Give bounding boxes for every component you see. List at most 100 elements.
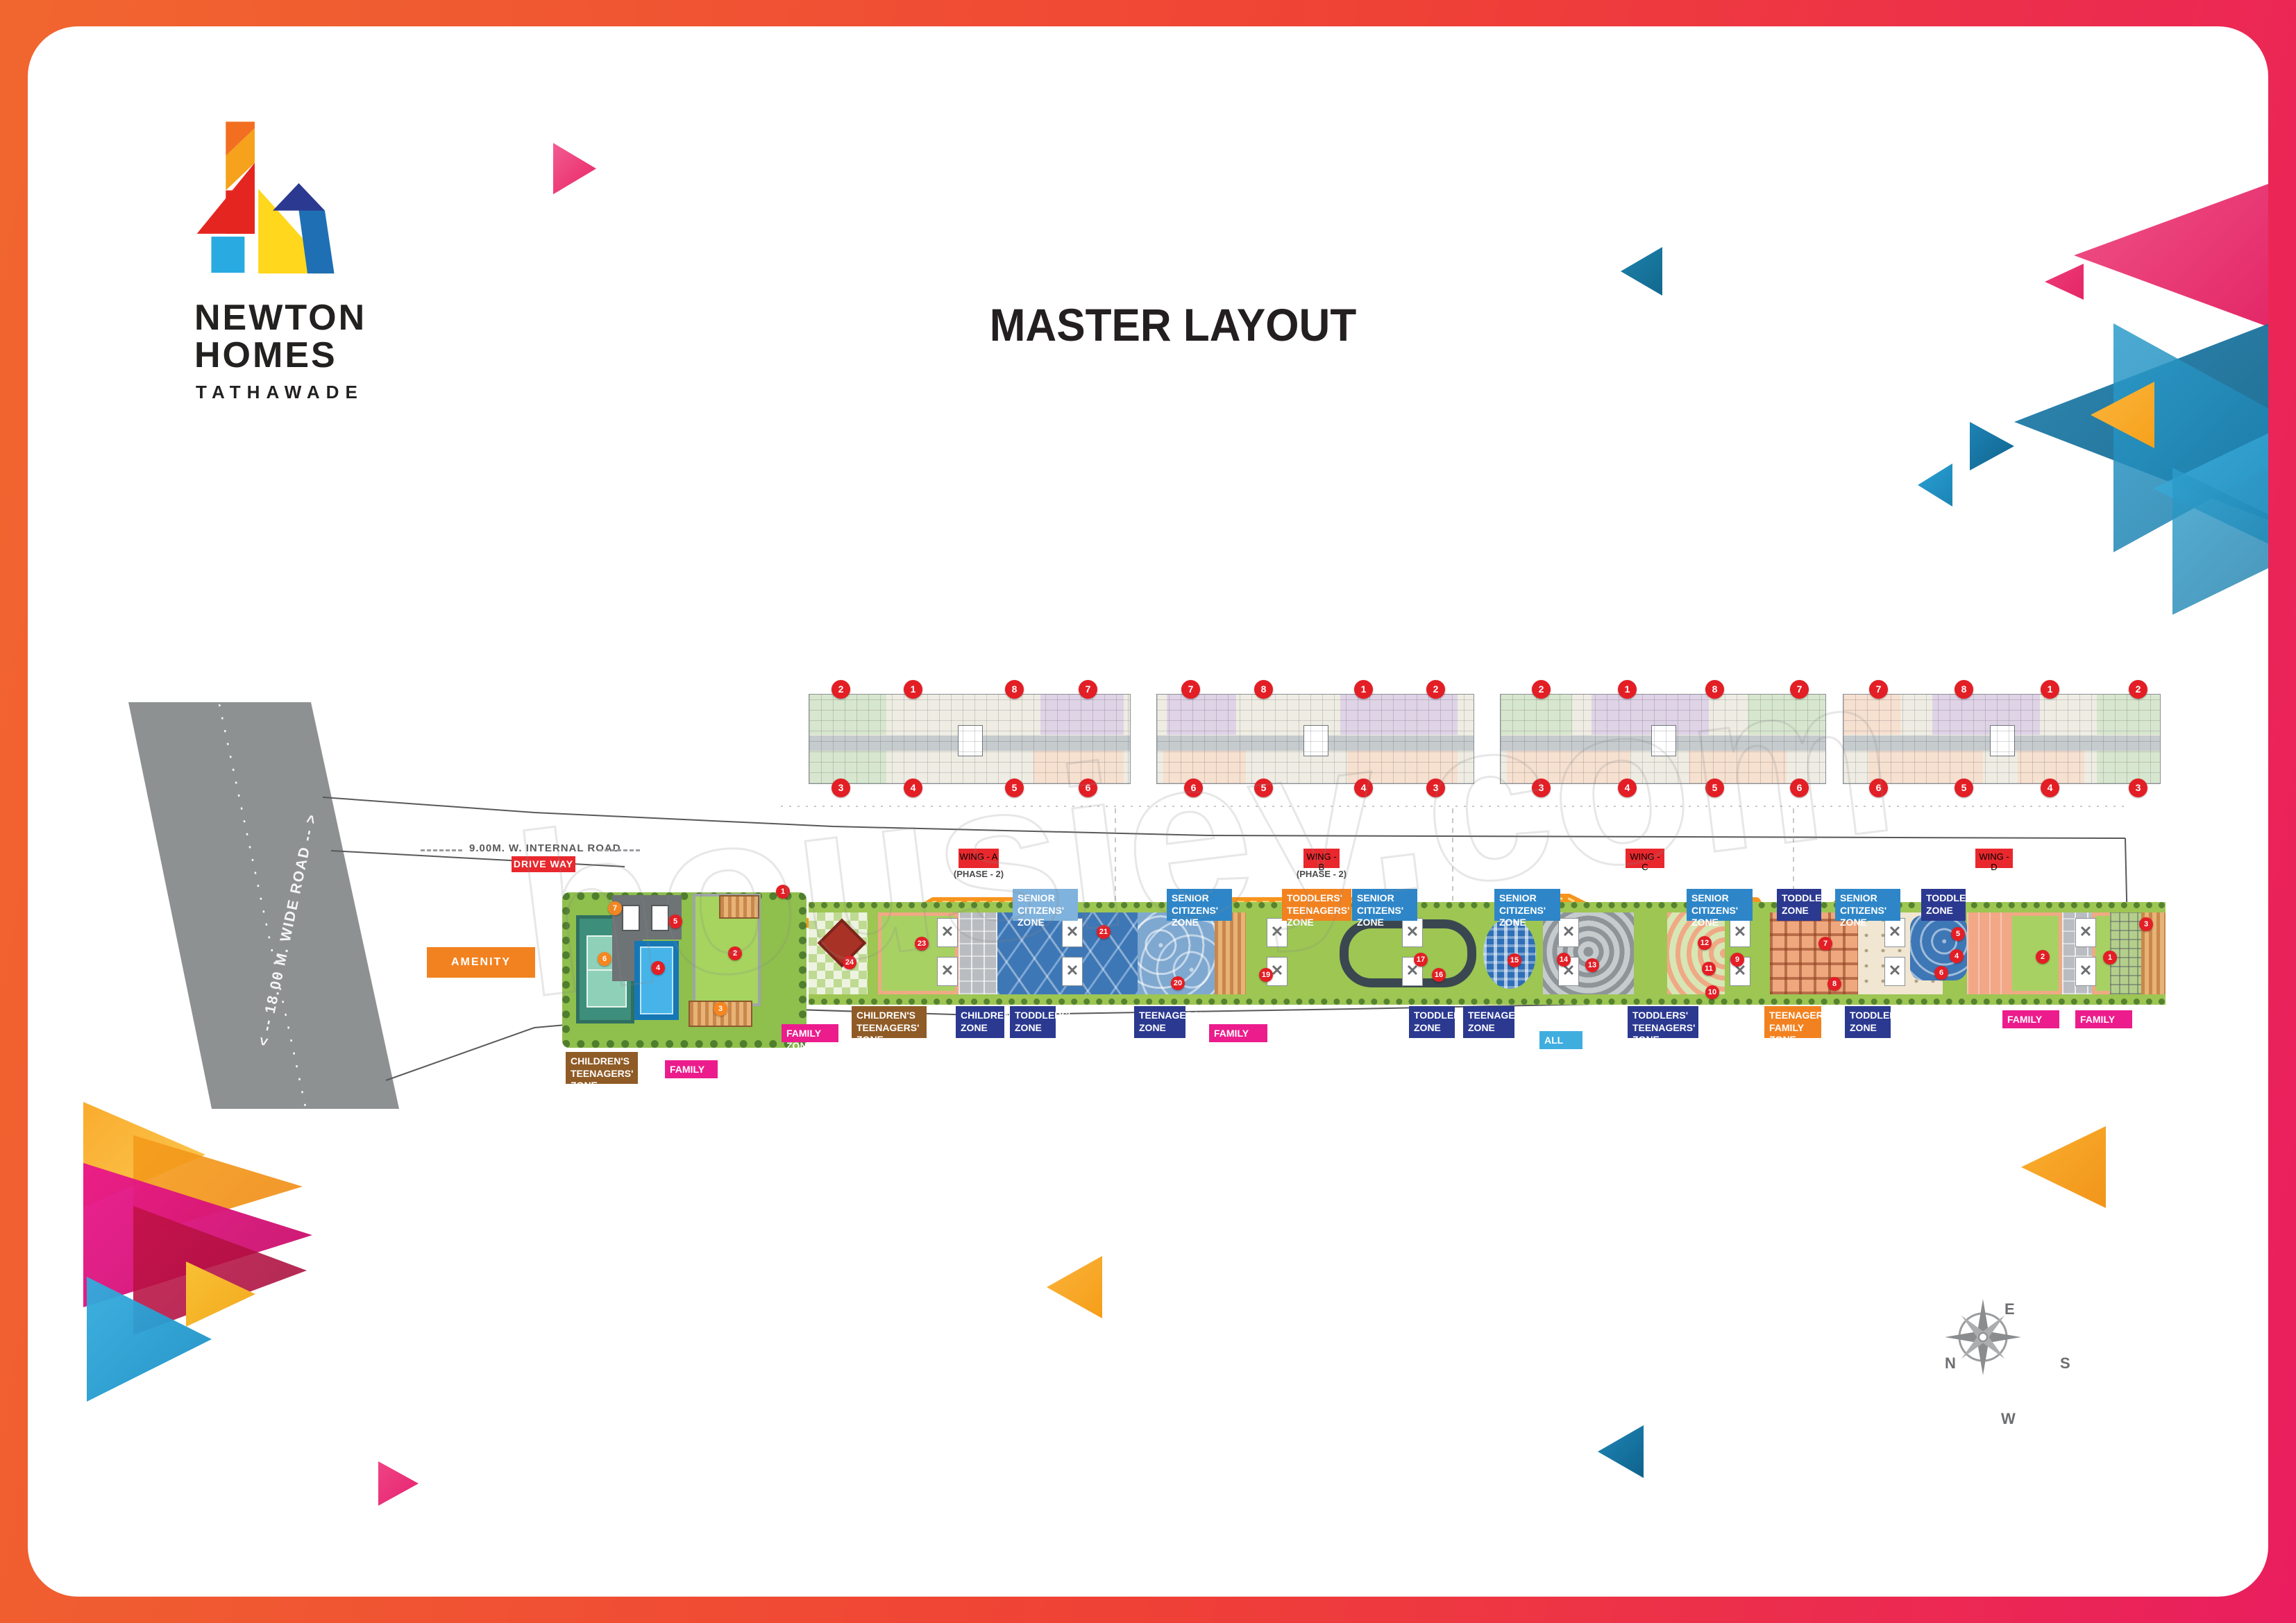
wing-badge-a: WING - A <box>959 849 999 868</box>
logo-name-line1: NEWTON <box>194 298 367 338</box>
flat-number-marker: 7 <box>1181 680 1200 699</box>
internal-road-dash-left <box>421 849 462 851</box>
flat-number-marker: 8 <box>1005 680 1024 699</box>
flat-number-marker: 6 <box>1184 779 1203 797</box>
wing-phase-label: (PHASE - 2) <box>953 869 1004 879</box>
flat-number-marker: 1 <box>904 680 922 699</box>
internal-road-label: 9.00M. W. INTERNAL ROAD <box>469 842 621 854</box>
amenity-number-marker: 4 <box>651 961 665 975</box>
flat-number-marker: 3 <box>2129 779 2147 797</box>
amenity-number-marker: 4 <box>1950 949 1964 963</box>
stair-core <box>1990 724 2015 757</box>
zone-badge-teenagers-family-zone: TEENAGERS'FAMILY ZONE <box>1764 1006 1832 1045</box>
zone-badge-senior-citizens-zone: SENIOR CITIZENS'ZONE <box>1687 889 1753 928</box>
flat-number-marker: 7 <box>1079 680 1097 699</box>
floor-plan-room-grid <box>809 695 1130 783</box>
park-segment-rings <box>1543 912 1634 994</box>
zone-badge-family-zone: FAMILY ZONE <box>782 1024 838 1051</box>
flat-number-marker: 2 <box>2129 680 2147 699</box>
floor-plan-wing-group-2 <box>1156 694 1474 784</box>
amenity-number-marker: 8 <box>1827 977 1841 991</box>
building-lobby-core: ✕✕ <box>1558 918 1579 986</box>
building-lobby-core: ✕✕ <box>1884 918 1905 986</box>
logo-name-line2: HOMES <box>194 335 337 375</box>
tennis-court-net-line <box>586 969 624 971</box>
park-segment-lawn <box>2009 912 2062 994</box>
amenity-number-marker: 2 <box>728 946 742 960</box>
zone-badge-all-ages: ALL AGES <box>1539 1031 1582 1058</box>
park-segment-deck <box>1215 912 1246 994</box>
wood-deck <box>719 895 759 919</box>
zone-badge-toddlers-zone: TODDLERS'ZONE <box>1845 1006 1905 1038</box>
flat-number-marker: 7 <box>1869 680 1888 699</box>
flat-number-marker: 5 <box>1005 779 1024 797</box>
amenity-space-badge: AMENITY SPACE <box>427 947 535 999</box>
park-segment-mosaic <box>1483 918 1536 989</box>
flat-number-marker: 4 <box>1354 779 1373 797</box>
stair-core <box>1651 724 1676 757</box>
amenity-number-marker: 3 <box>2139 917 2153 931</box>
flat-number-marker: 1 <box>2041 680 2059 699</box>
flat-number-marker: 6 <box>1869 779 1888 797</box>
amenity-number-marker: 21 <box>1097 925 1111 939</box>
amenity-number-marker: 7 <box>608 901 622 915</box>
floor-plan-tint <box>1592 695 1709 735</box>
building-lobby-core: ✕✕ <box>1062 918 1083 986</box>
compass-rose <box>1945 1299 2021 1375</box>
flat-number-marker: 2 <box>1426 680 1445 699</box>
swimming-pool <box>634 941 679 1020</box>
flat-number-marker: 8 <box>1705 680 1724 699</box>
flat-number-marker: 2 <box>1532 680 1551 699</box>
wide-road <box>128 702 399 1109</box>
floor-plan-wing-group-1 <box>809 694 1131 784</box>
amenity-number-marker: 17 <box>1414 953 1428 967</box>
floor-plan-room-grid <box>1157 695 1474 783</box>
amenity-number-marker: 6 <box>598 952 611 966</box>
amenity-number-marker: 5 <box>1951 927 1965 941</box>
flat-number-marker: 4 <box>904 779 922 797</box>
zone-badge-senior-citizens-zone: SENIOR CITIZENS'ZONE <box>1013 889 1078 928</box>
floor-plan-tint <box>1166 695 1236 735</box>
wing-badge-d: WING - D <box>1975 849 2013 872</box>
flat-number-marker: 6 <box>1079 779 1097 797</box>
compass-south-label: S <box>2060 1354 2070 1372</box>
zone-badge-senior-citizens-zone: SENIOR CITIZENS'ZONE <box>1167 889 1232 928</box>
wing-badge-c: WING - C <box>1626 849 1664 872</box>
zone-badge-senior-citizens-zone: SENIOR CITIZENS'ZONE <box>1835 889 1900 928</box>
flat-number-marker: 8 <box>1254 680 1273 699</box>
zone-badge-family-zone: FAMILY ZONE <box>2002 1010 2059 1037</box>
site-plan-lines <box>128 702 2129 1375</box>
logo-subtitle: TATHAWADE <box>196 382 364 402</box>
floor-plan-tint <box>1843 695 1901 735</box>
floor-plan-tint <box>1340 695 1458 735</box>
amenity-number-marker: 24 <box>843 955 856 969</box>
amenity-number-marker: 23 <box>915 937 929 951</box>
internal-road-dash-right <box>598 849 640 851</box>
flat-number-marker: 5 <box>1955 779 1973 797</box>
amenity-number-marker: 2 <box>2036 950 2050 964</box>
amenity-number-marker: 16 <box>1432 968 1446 982</box>
flat-number-marker: 3 <box>832 779 850 797</box>
zone-badge-toddlers-zone: TODDLERS'ZONE <box>1010 1006 1070 1038</box>
stair-core <box>1303 724 1328 757</box>
zone-badge-toddlers-zone: TODDLERS'ZONE <box>1409 1006 1469 1038</box>
compass-west-label: W <box>2001 1410 2016 1427</box>
zone-badge-toddlers-zone: TODDLERS'ZONE <box>1777 889 1837 921</box>
drive-way-badge: DRIVE WAY <box>512 856 575 872</box>
wing-badge-b: WING - B <box>1303 849 1340 872</box>
linear-park-strip: ✕✕✕✕✕✕✕✕✕✕✕✕✕✕✕✕ <box>809 902 2166 1005</box>
zone-badge-teenagers-zone: TEENAGERS'ZONE <box>1134 1006 1201 1038</box>
page-title: MASTER LAYOUT <box>989 299 1357 350</box>
zone-badge-family-zone: FAMILY ZONE <box>1209 1024 1267 1051</box>
flat-number-marker: 1 <box>1354 680 1373 699</box>
amenity-number-marker: 3 <box>714 1002 727 1016</box>
amenity-number-marker: 1 <box>2103 951 2117 965</box>
flat-number-marker: 3 <box>1532 779 1551 797</box>
amenity-number-marker: 9 <box>1730 953 1744 967</box>
flat-number-marker: 3 <box>1426 779 1445 797</box>
flat-number-marker: 2 <box>832 680 850 699</box>
amenity-number-marker: 6 <box>1934 966 1948 980</box>
floor-plan-tint <box>809 695 886 735</box>
amenity-number-marker: 15 <box>1508 953 1521 967</box>
